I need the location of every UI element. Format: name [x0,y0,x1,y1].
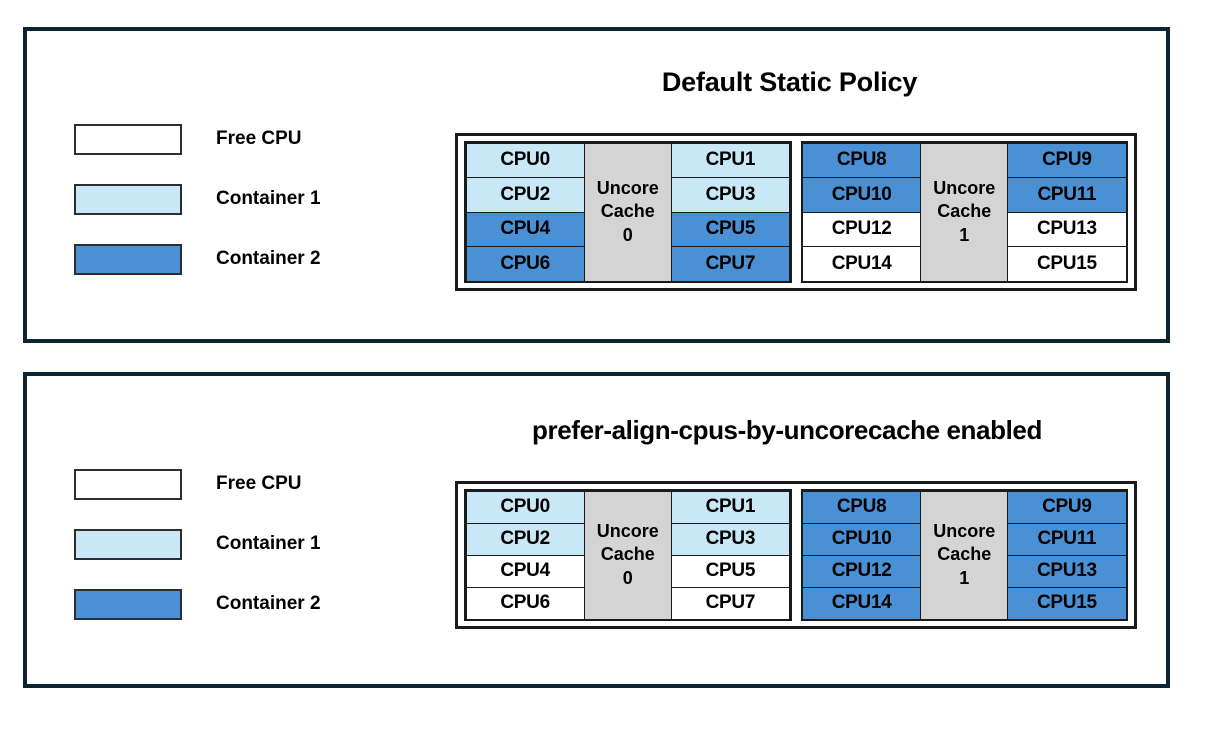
uncore-cache-label-line: Cache [937,201,992,222]
page-title-bottom: prefer-align-cpus-by-uncorecache enabled [532,415,1042,445]
cpu-cell-cpu5: CPU5 [670,211,790,247]
legend-swatch-container-2 [74,243,182,275]
legend-item-free-cpu: Free CPU [74,454,321,514]
cpu-cell-cpu15: CPU15 [1007,586,1127,620]
legend-item-container-1: Container 1 [74,169,321,229]
cpu-cell-cpu1: CPU1 [670,142,790,178]
legend-swatch-container-1 [74,528,182,560]
cpu-cell-cpu13: CPU13 [1007,211,1127,247]
legend-item-container-2: Container 2 [74,574,321,634]
cpu-cell-cpu14: CPU14 [802,246,922,282]
uncore-cache-label-line: 0 [622,567,633,588]
cpu-cell-cpu4: CPU4 [465,554,585,588]
cpu-cell-cpu9: CPU9 [1007,490,1127,524]
cpu-cell-cpu12: CPU12 [802,554,922,588]
panel-default-static-policy: Default Static Policy Free CPU Container… [23,27,1170,343]
legend-swatch-container-2 [74,588,182,620]
uncore-cache-label-line: Uncore [933,521,996,542]
legend-label-container-2: Container 2 [216,593,321,614]
legend-item-container-2: Container 2 [74,229,321,289]
cpu-cell-cpu4: CPU4 [465,211,585,247]
uncore-cache-label-line: Cache [937,544,992,565]
cpu-cell-cpu11: CPU11 [1007,522,1127,556]
cpu-cell-cpu10: CPU10 [802,522,922,556]
legend-item-container-1: Container 1 [74,514,321,574]
cpu-cell-cpu9: CPU9 [1007,142,1127,178]
uncore-cache-label-line: Cache [600,201,655,222]
cpu-cell-cpu8: CPU8 [802,142,922,178]
cpu-cell-cpu10: CPU10 [802,177,922,213]
cpu-cell-cpu0: CPU0 [465,490,585,524]
cpu-cell-cpu7: CPU7 [670,586,790,620]
cpu-cell-cpu0: CPU0 [465,142,585,178]
legend-swatch-free-cpu [74,123,182,155]
legend-label-free-cpu: Free CPU [216,128,302,149]
legend-label-container-1: Container 1 [216,533,321,554]
cpu-cell-cpu2: CPU2 [465,522,585,556]
cpu-cell-cpu3: CPU3 [670,177,790,213]
uncore-cache-label-line: Uncore [933,178,996,199]
cpu-cell-cpu5: CPU5 [670,554,790,588]
cpu-cell-cpu6: CPU6 [465,246,585,282]
cpu-cell-cpu6: CPU6 [465,586,585,620]
page-title-top: Default Static Policy [661,67,918,97]
legend-bottom: Free CPU Container 1 Container 2 [74,454,321,634]
legend-swatch-free-cpu [74,468,182,500]
uncore-cache-label-line: Uncore [596,178,659,199]
legend-label-container-1: Container 1 [216,188,321,209]
legend-label-free-cpu: Free CPU [216,473,302,494]
cpu-cell-cpu1: CPU1 [670,490,790,524]
panel-prefer-align-cpus-by-uncorecache: prefer-align-cpus-by-uncorecache enabled… [23,372,1170,688]
legend-top: Free CPU Container 1 Container 2 [74,109,321,289]
cpu-cell-cpu13: CPU13 [1007,554,1127,588]
cpu-cell-cpu14: CPU14 [802,586,922,620]
legend-item-free-cpu: Free CPU [74,109,321,169]
cpu-cell-cpu12: CPU12 [802,211,922,247]
cpu-cell-cpu8: CPU8 [802,490,922,524]
cpu-cell-cpu11: CPU11 [1007,177,1127,213]
cpu-cell-cpu3: CPU3 [670,522,790,556]
uncore-cache-label-line: 0 [622,224,633,245]
uncore-cache-label-line: 1 [959,224,970,245]
cpu-cell-cpu2: CPU2 [465,177,585,213]
cpu-cell-cpu15: CPU15 [1007,246,1127,282]
cpu-cell-cpu7: CPU7 [670,246,790,282]
uncore-cache-label-line: 1 [959,567,970,588]
legend-label-container-2: Container 2 [216,248,321,269]
legend-swatch-container-1 [74,183,182,215]
uncore-cache-label-line: Uncore [596,521,659,542]
uncore-cache-label-line: Cache [600,544,655,565]
